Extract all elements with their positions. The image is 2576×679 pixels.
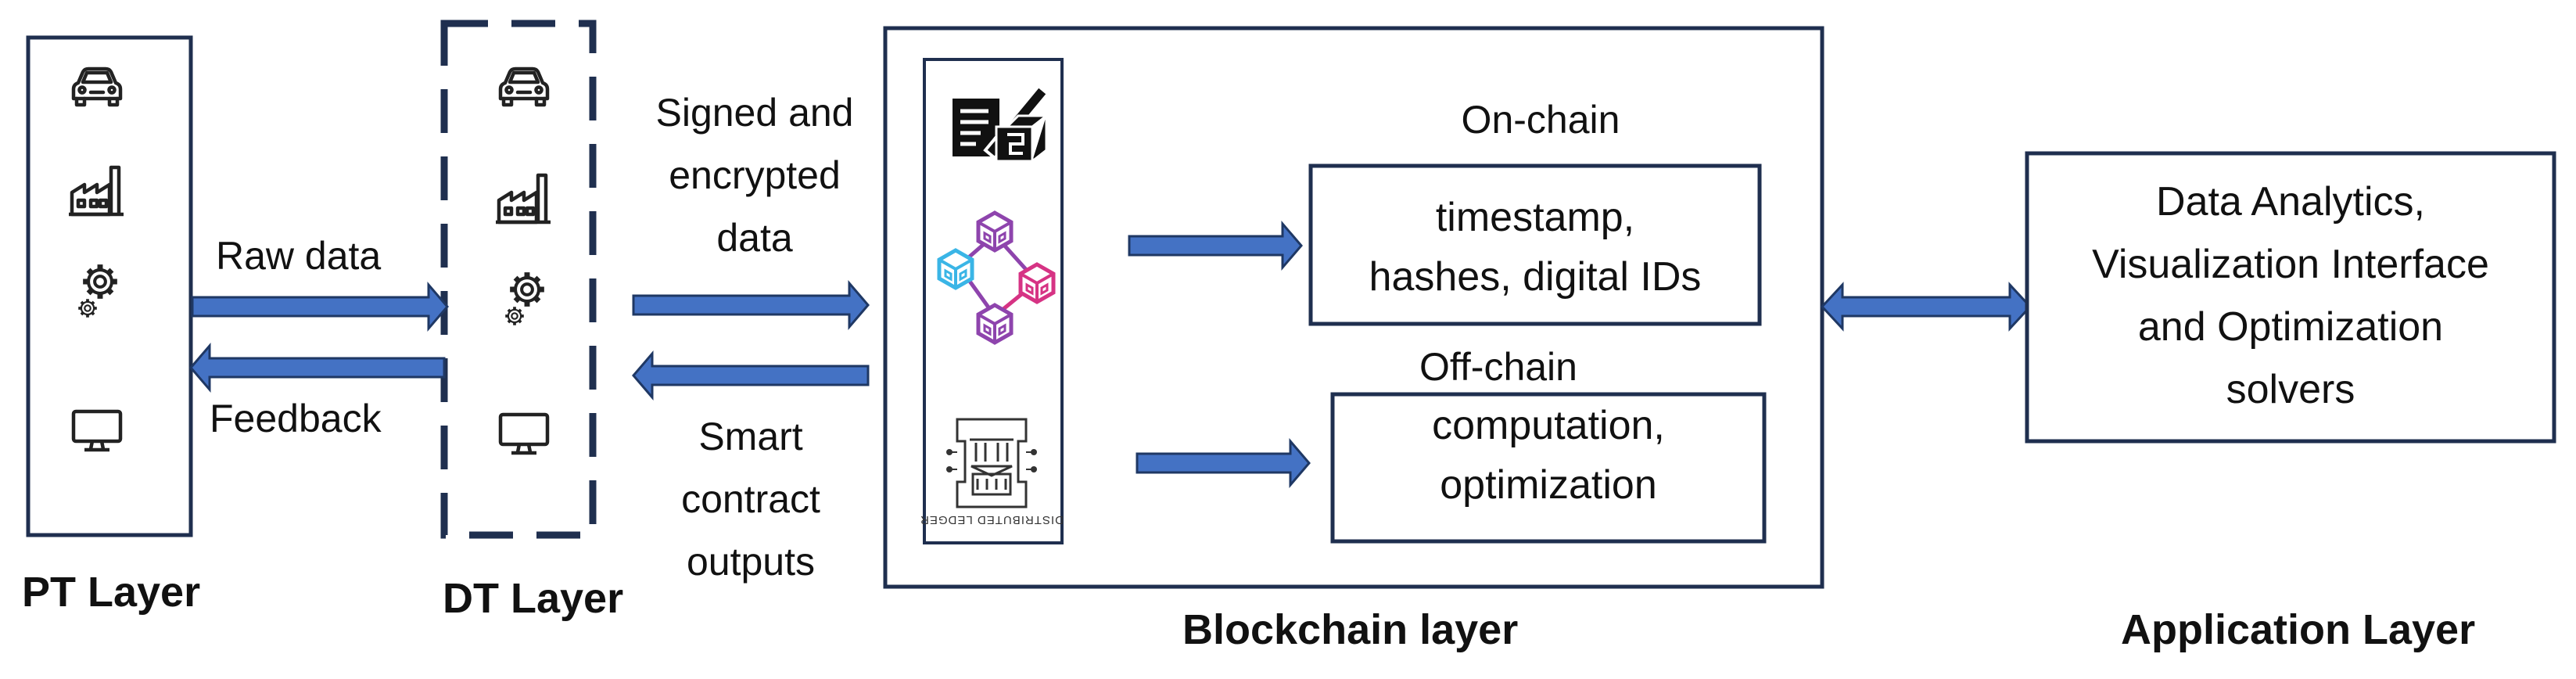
distributed-ledger-icon <box>946 418 1037 508</box>
application-line-2: Visualization Interface <box>2092 242 2489 287</box>
raw-data-arrow <box>191 281 449 332</box>
dt-layer-title: DT Layer <box>443 575 624 622</box>
smart-contract-arrow <box>632 350 870 401</box>
application-line-4: solvers <box>2226 367 2355 412</box>
offchain-box <box>1330 392 1767 544</box>
offchain-title: Off-chain <box>1419 345 1577 389</box>
onchain-content: timestamp, hashes, digital IDs <box>1311 188 1760 307</box>
smart-line-1: Smart <box>698 415 803 458</box>
onchain-box <box>1308 163 1762 326</box>
smart-line-2: contract <box>681 477 820 521</box>
onchain-title: On-chain <box>1461 98 1620 142</box>
raw-data-label: Raw data <box>216 234 382 278</box>
signed-data-arrow <box>632 279 870 331</box>
application-layer-title: Application Layer <box>2121 606 2476 653</box>
blockchain-cubes-icon <box>939 213 1053 343</box>
application-layer-box <box>2025 151 2556 444</box>
application-content: Data Analytics, Visualization Interface … <box>2027 171 2554 421</box>
blockchain-layer-title: Blockchain layer <box>1182 606 1519 653</box>
signed-data-label: Signed and encrypted data <box>630 81 879 269</box>
feedback-label: Feedback <box>210 397 382 440</box>
application-bidirectional-arrow <box>1820 282 2032 332</box>
pt-layer-title: PT Layer <box>22 569 201 616</box>
offchain-line-2: optimization <box>1440 462 1657 508</box>
onchain-line-2: hashes, digital IDs <box>1369 254 1702 300</box>
smart-contract-label: Smart contract outputs <box>637 405 865 593</box>
contract-icon <box>953 84 1050 163</box>
application-line-1: Data Analytics, <box>2156 179 2425 225</box>
ledger-caption: DISTRIBUTED LEDGER <box>920 513 1064 526</box>
onchain-arrow <box>1128 220 1303 271</box>
feedback-arrow <box>189 342 446 393</box>
signed-line-1: Signed and <box>655 91 854 135</box>
offchain-content: computation, optimization <box>1333 396 1764 515</box>
onchain-line-1: timestamp, <box>1435 195 1635 240</box>
offchain-line-1: computation, <box>1432 403 1665 448</box>
application-line-3: and Optimization <box>2137 304 2444 350</box>
offchain-arrow <box>1136 437 1311 489</box>
smart-line-3: outputs <box>686 540 815 584</box>
signed-line-3: data <box>716 216 793 260</box>
signed-line-2: encrypted <box>669 153 841 197</box>
